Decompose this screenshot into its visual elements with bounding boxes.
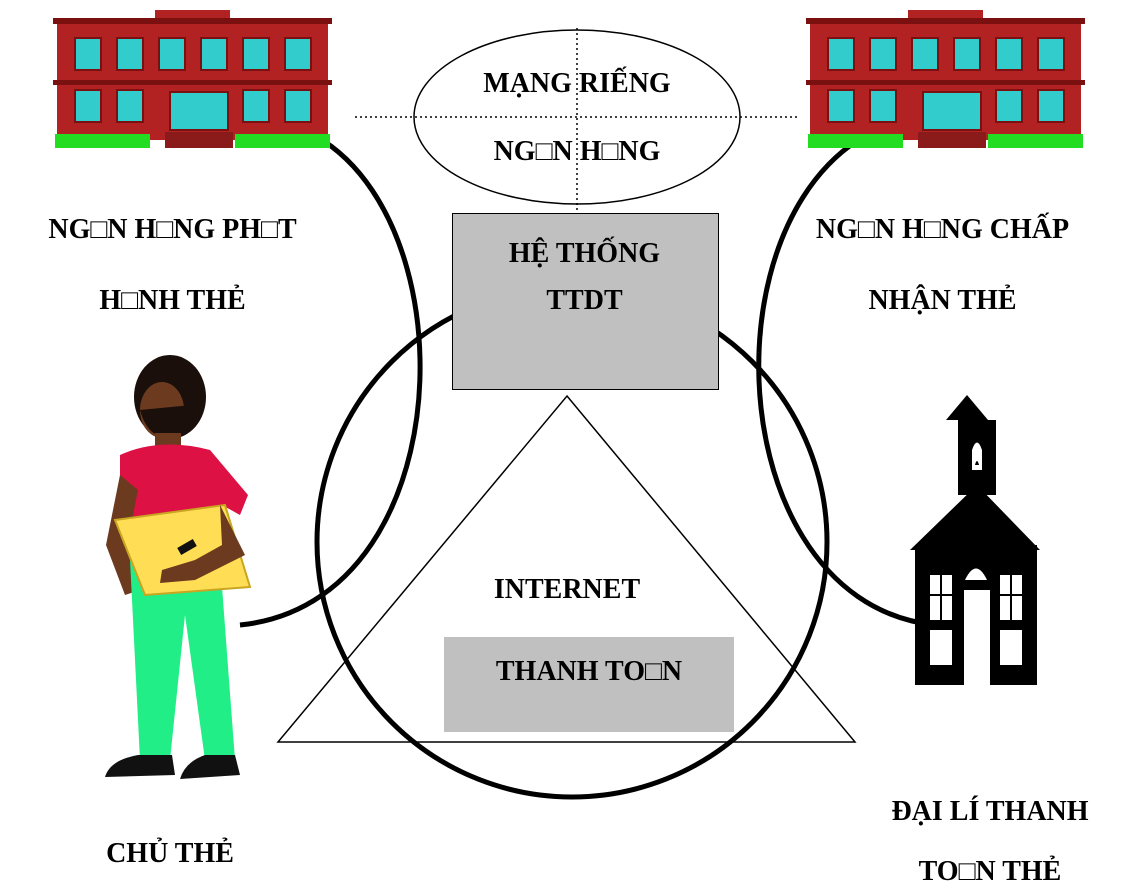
system-label-line2: TTDT <box>546 285 623 316</box>
network-label-line2: NG□N H□NG <box>493 136 661 167</box>
acquirer-merchant-arc <box>756 112 936 628</box>
merchant-building-icon <box>910 395 1040 685</box>
merchant-label-line2: TO□N THẺ <box>918 856 1062 887</box>
acquirer-bank-label-line1: NG□N H□NG CHẤP <box>815 214 1070 245</box>
network-label-line1: MẠNG RIẾNG <box>483 68 671 99</box>
issuer-bank-label-line2: H□NH THẺ <box>99 285 246 316</box>
cardholder-person-icon <box>105 355 252 779</box>
merchant-label-line1: ĐẠI LÍ THANH <box>891 796 1089 827</box>
payment-label: THANH TO□N <box>495 656 683 687</box>
cardholder-label: CHỦ THẺ <box>106 838 234 869</box>
internet-triangle <box>276 394 857 743</box>
network-ellipse <box>413 29 741 205</box>
acquirer-bank-label-line2: NHẬN THẺ <box>868 285 1017 316</box>
system-box <box>452 213 719 390</box>
issuer-bank-building-icon <box>53 10 332 148</box>
system-label-line1: HỆ THỐNG <box>508 238 661 269</box>
internet-label: INTERNET <box>493 574 641 605</box>
acquirer-bank-building-icon <box>806 10 1085 148</box>
payment-box <box>444 637 734 732</box>
issuer-cardholder-arc <box>239 115 423 628</box>
issuer-bank-label-line1: NG□N H□NG PH□T <box>48 214 297 245</box>
